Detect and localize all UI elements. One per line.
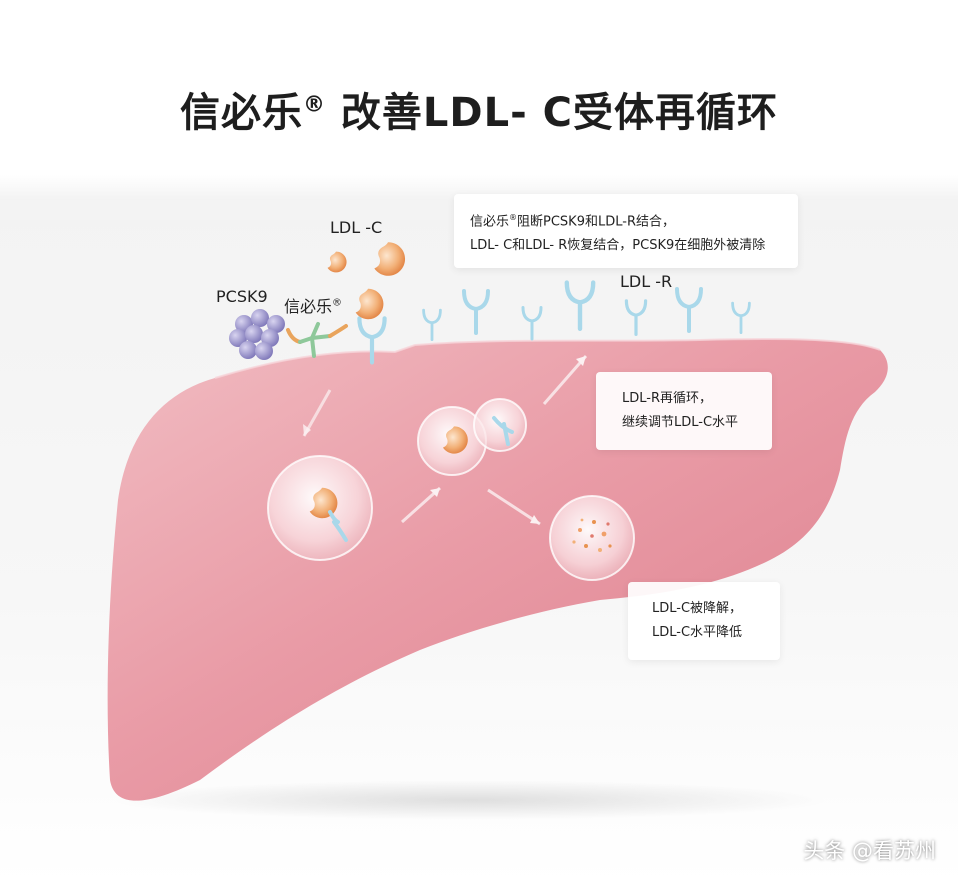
- sorting-vesicle: [417, 398, 527, 476]
- callout-line: LDL-R再循环，: [622, 391, 712, 406]
- receptor-icon: [521, 306, 543, 341]
- receptor-icon: [567, 283, 593, 329]
- pcsk9-label: PCSK9: [216, 287, 268, 306]
- ldl-c-particle: [327, 251, 347, 273]
- callout-degradation: LDL-C被降解， LDL-C水平降低: [628, 582, 780, 660]
- page-title: 信必乐® 改善LDL- C受体再循环: [180, 90, 778, 136]
- ldl-c-label: LDL -C: [330, 218, 383, 237]
- drug-label: 信必乐®: [284, 297, 343, 316]
- callout-line: LDL-C水平降低: [652, 625, 743, 640]
- receptor-icon: [675, 287, 703, 333]
- ldl-r-label: LDL -R: [620, 272, 673, 291]
- antibody-icon: [286, 322, 348, 358]
- process-arrows: [302, 355, 588, 526]
- receptor-icon: [731, 301, 751, 335]
- lysosome-vesicle: [549, 495, 635, 581]
- receptor-icon: [624, 299, 648, 336]
- callout-line: 继续调节LDL-C水平: [622, 415, 739, 430]
- source-watermark: 头条 @看苏州: [803, 839, 936, 863]
- ldl-c-particle: [355, 288, 384, 320]
- ldl-c-particle: [374, 242, 406, 276]
- liver-edge-highlight: [214, 338, 881, 379]
- receptor-icon: [422, 308, 442, 342]
- callout-line: LDL-C被降解，: [652, 601, 743, 616]
- liver-shadow: [110, 780, 830, 820]
- endosome-vesicle: [267, 455, 373, 561]
- receptor-icon: [462, 289, 490, 335]
- callout-line: 信必乐®阻断PCSK9和LDL-R结合，: [470, 213, 675, 230]
- liver-shape: [107, 339, 888, 801]
- callout-recycling: LDL-R再循环， 继续调节LDL-C水平: [596, 372, 772, 450]
- pcsk9-cluster-icon: [229, 309, 285, 360]
- callout-block-binding: 信必乐®阻断PCSK9和LDL-R结合， LDL- C和LDL- R恢复结合，P…: [454, 194, 798, 268]
- callout-line: LDL- C和LDL- R恢复结合，PCSK9在细胞外被清除: [470, 238, 766, 254]
